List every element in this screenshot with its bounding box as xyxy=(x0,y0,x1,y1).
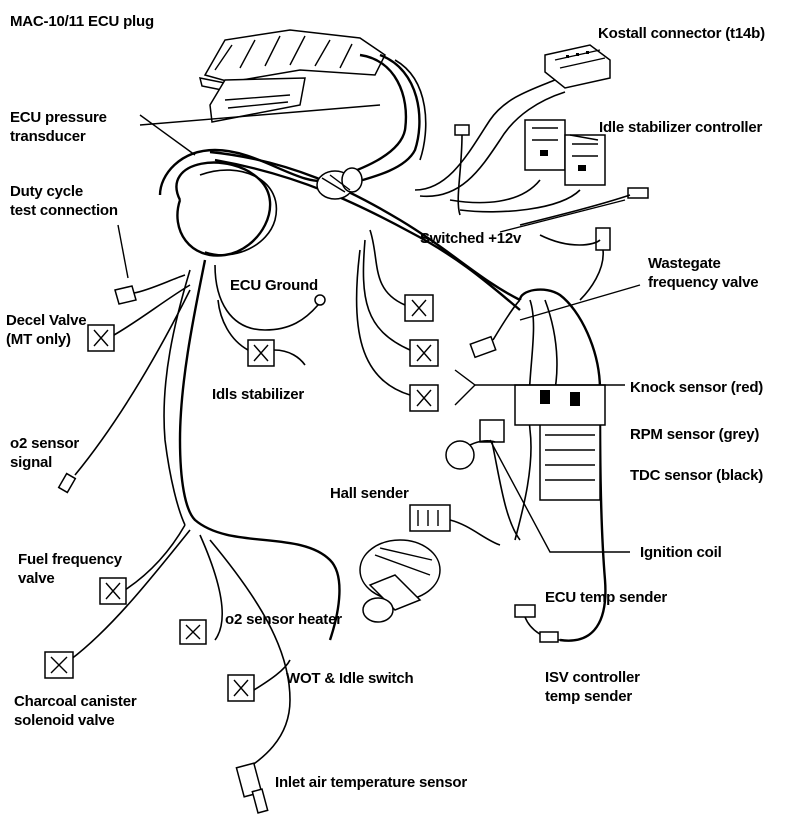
label-line: solenoid valve xyxy=(14,712,115,729)
inlet-air-sensor xyxy=(235,762,269,814)
fuel-frequency-connector xyxy=(99,577,127,605)
ecu-ground-wire xyxy=(214,264,326,331)
label-wastegate-valve: Wastegate frequency valve xyxy=(648,254,759,292)
label-line: frequency valve xyxy=(648,274,759,291)
grommet xyxy=(316,167,363,200)
label-switched-12v: Switched +12v xyxy=(420,230,522,247)
label-idle-stabilizer-controller: Idle stabilizer controller xyxy=(599,119,763,136)
harness-loop xyxy=(175,161,272,257)
label-inlet-air-temp-sensor: Inlet air temperature sensor xyxy=(275,774,467,791)
label-line: Decel Valve xyxy=(6,312,87,329)
label-knock-sensor: Knock sensor (red) xyxy=(630,379,764,396)
label-o2-sensor-heater: o2 sensor heater xyxy=(225,611,342,628)
label-line: (MT only) xyxy=(6,331,71,348)
label-line: temp sender xyxy=(545,688,632,705)
label-line: transducer xyxy=(10,128,86,145)
distributor xyxy=(359,539,441,623)
label-line: test connection xyxy=(10,202,118,219)
label-decel-valve: Decel Valve (MT only) xyxy=(6,311,87,349)
label-line: Wastegate xyxy=(648,255,721,272)
idle-stabilizer-connector xyxy=(217,299,306,367)
label-ecu-pressure-transducer: ECU pressure transducer xyxy=(10,108,107,146)
label-line: ISV controller xyxy=(545,669,640,686)
wastegate-valve xyxy=(469,299,521,359)
hall-sender-connector xyxy=(409,504,501,546)
label-duty-cycle: Duty cycle test connection xyxy=(10,182,118,220)
o2-heater-connector xyxy=(179,619,207,645)
switched-12v-connectors xyxy=(519,187,649,301)
label-ecu-temp-sender: ECU temp sender xyxy=(545,589,668,606)
label-ecu-plug: MAC-10/11 ECU plug xyxy=(10,13,154,30)
lower-harness xyxy=(178,259,341,641)
label-line: o2 sensor xyxy=(10,435,80,452)
label-ignition-coil: Ignition coil xyxy=(640,544,722,561)
o2-signal-wire xyxy=(57,289,191,494)
label-kostall-connector: Kostall connector (t14b) xyxy=(598,25,765,42)
ignition-coil xyxy=(514,384,606,501)
label-ecu-ground: ECU Ground xyxy=(230,277,318,294)
decel-valve-connector xyxy=(87,284,191,352)
leader-lines xyxy=(117,104,641,553)
wot-idle-connector xyxy=(227,659,291,702)
main-bundle xyxy=(158,53,408,196)
ecu-temp-connector xyxy=(514,604,561,643)
label-isv-temp-sender: ISV controller temp sender xyxy=(545,668,640,706)
label-charcoal-canister: Charcoal canister solenoid valve xyxy=(14,692,137,730)
label-line: valve xyxy=(18,570,55,587)
label-o2-sensor-signal: o2 sensor signal xyxy=(10,434,79,472)
label-wot-idle-switch: WOT & Idle switch xyxy=(286,670,414,687)
label-fuel-frequency-valve: Fuel frequency valve xyxy=(18,550,122,588)
label-line: ECU pressure xyxy=(10,109,107,126)
label-line: Duty cycle xyxy=(10,183,84,200)
duty-cycle-connector xyxy=(114,274,186,305)
charcoal-connector xyxy=(44,651,74,679)
knock-sensor-connector xyxy=(445,419,521,541)
label-idle-stabilizer: Idls stabilizer xyxy=(212,386,305,403)
injector-connectors xyxy=(355,229,439,412)
label-rpm-sensor: RPM sensor (grey) xyxy=(630,426,760,443)
label-tdc-sensor: TDC sensor (black) xyxy=(630,467,764,484)
label-hall-sender: Hall sender xyxy=(330,485,409,502)
label-line: signal xyxy=(10,454,53,471)
label-line: Fuel frequency xyxy=(18,551,122,568)
label-line: Charcoal canister xyxy=(14,693,137,710)
kostall-connector xyxy=(544,44,611,89)
small-connector-top xyxy=(454,124,470,216)
idle-stabilizer-controller xyxy=(524,119,606,186)
